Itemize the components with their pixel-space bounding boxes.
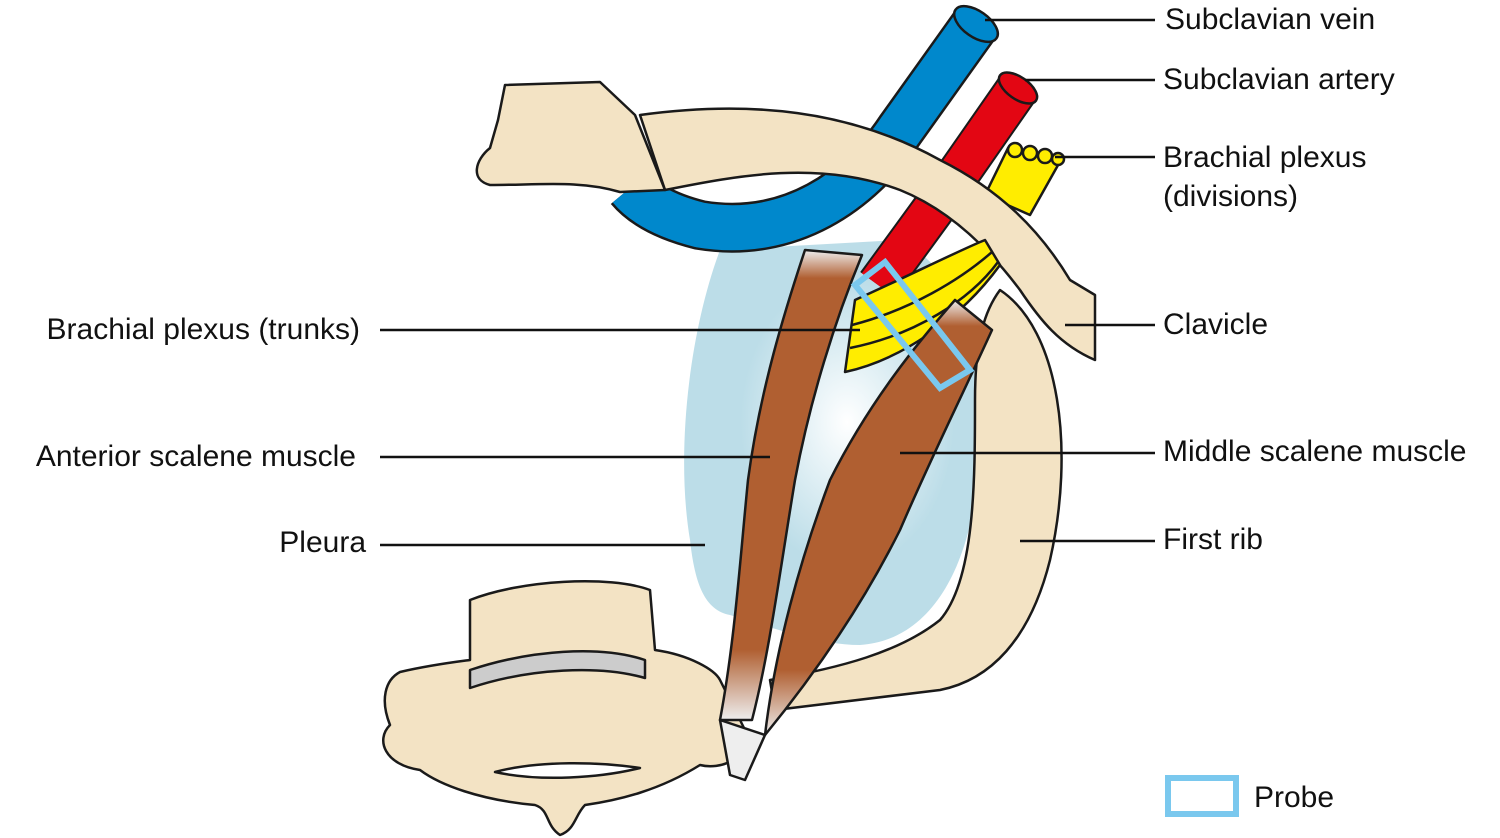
anterior-scalene-shape: [718, 248, 864, 722]
legend-probe-label: Probe: [1254, 781, 1334, 814]
acromion-shape: [475, 80, 667, 194]
label-pleura: Pleura: [279, 526, 366, 559]
leader-lines: [380, 18, 1155, 547]
label-brachial-plexus-trunks: Brachial plexus (trunks): [47, 313, 360, 346]
legend-probe-swatch: [1165, 775, 1239, 817]
label-first-rib: First rib: [1163, 523, 1263, 556]
label-subclavian-vein: Subclavian vein: [1165, 3, 1375, 36]
brachial-plexus-divisions-shape: [983, 141, 1066, 217]
legend: Probe: [1165, 775, 1334, 817]
label-middle-scalene: Middle scalene muscle: [1163, 435, 1466, 468]
probe-marker: [850, 257, 975, 392]
label-clavicle: Clavicle: [1163, 308, 1268, 341]
clavicle-shape: [638, 107, 1097, 362]
label-anterior-scalene: Anterior scalene muscle: [36, 440, 356, 473]
label-brachial-plexus-divisions: Brachial plexus: [1163, 141, 1366, 174]
vertebra: [382, 580, 747, 837]
scalene-tendon: [718, 718, 767, 782]
first-rib-shape: [768, 288, 1063, 712]
label-brachial-plexus-divisions-sub: (divisions): [1163, 180, 1298, 213]
label-subclavian-artery: Subclavian artery: [1163, 63, 1395, 96]
